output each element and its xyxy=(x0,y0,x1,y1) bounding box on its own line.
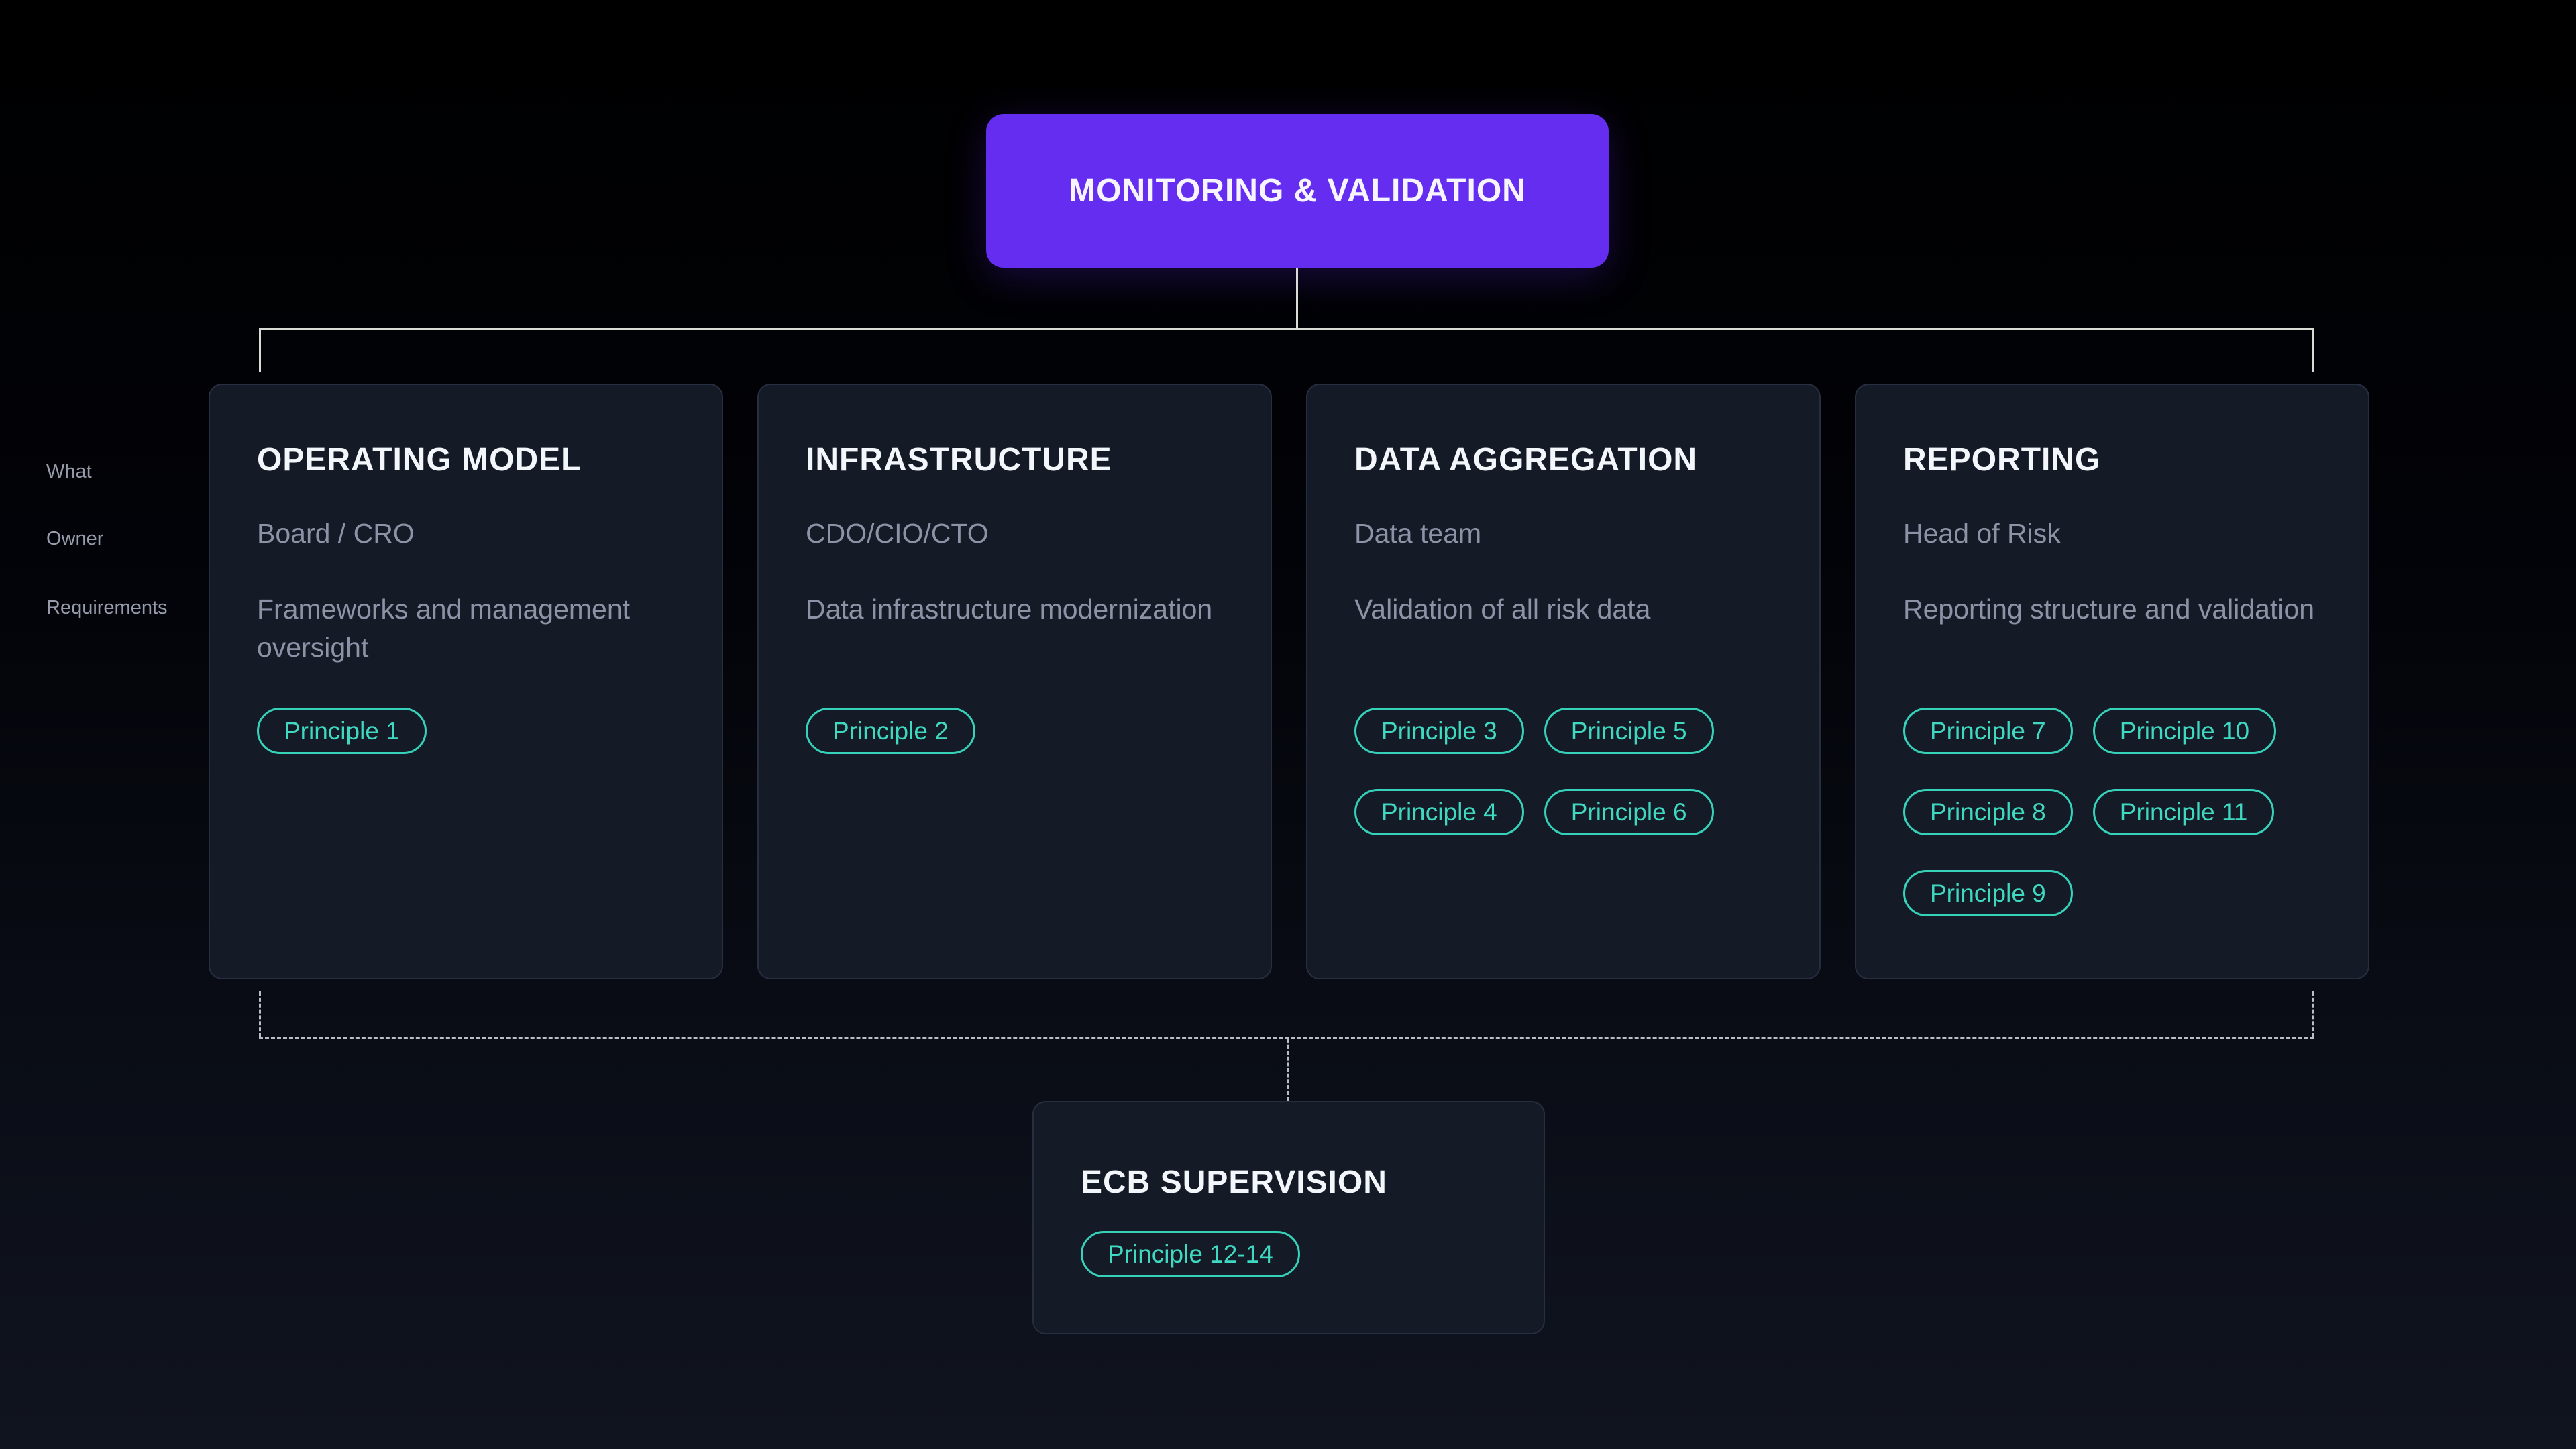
connector-stem-center xyxy=(1296,268,1298,329)
principle-badge: Principle 5 xyxy=(1544,708,1714,754)
card-title: REPORTING xyxy=(1903,442,2101,478)
principle-badge: Principle 1 xyxy=(257,708,427,754)
card-requirements: Data infrastructure modernization xyxy=(806,594,1213,625)
card-data-aggregation: DATA AGGREGATION Data team Validation of… xyxy=(1306,384,1821,979)
card-ecb-supervision: ECB SUPERVISION Principle 12-14 xyxy=(1032,1101,1545,1334)
connector-drop-right xyxy=(2312,328,2314,372)
card-title: ECB SUPERVISION xyxy=(1081,1165,1387,1200)
card-operating-model-content: OPERATING MODEL Board / CRO Frameworks a… xyxy=(210,385,722,667)
card-title: INFRASTRUCTURE xyxy=(806,442,1112,478)
dotted-connector-horizontal-rail xyxy=(259,1037,2314,1039)
row-label-requirements: Requirements xyxy=(46,597,168,619)
card-infrastructure: INFRASTRUCTURE CDO/CIO/CTO Data infrastr… xyxy=(757,384,1272,979)
card-requirements: Validation of all risk data xyxy=(1354,594,1651,625)
root-node-monitoring-validation: MONITORING & VALIDATION xyxy=(986,114,1609,268)
connector-drop-left xyxy=(259,328,261,372)
principle-badge: Principle 11 xyxy=(2092,789,2275,835)
principle-badge: Principle 4 xyxy=(1354,789,1524,835)
dotted-connector-left xyxy=(259,991,261,1037)
principle-badge-group: Principle 1 xyxy=(257,708,686,754)
card-owner: Board / CRO xyxy=(257,518,415,549)
dotted-connector-center xyxy=(1287,1039,1289,1101)
card-infrastructure-content: INFRASTRUCTURE CDO/CIO/CTO Data infrastr… xyxy=(759,385,1271,629)
principle-badge: Principle 12-14 xyxy=(1081,1231,1300,1277)
principle-badge: Principle 10 xyxy=(2092,708,2277,754)
principle-badge: Principle 8 xyxy=(1903,789,2073,835)
principle-badge: Principle 2 xyxy=(806,708,975,754)
card-owner: CDO/CIO/CTO xyxy=(806,518,989,549)
card-data-aggregation-content: DATA AGGREGATION Data team Validation of… xyxy=(1307,385,1819,629)
principle-badge-group: Principle 2 xyxy=(806,708,1235,754)
card-title: DATA AGGREGATION xyxy=(1354,442,1698,478)
principle-badge: Principle 3 xyxy=(1354,708,1524,754)
principle-badge-group: Principle 3 Principle 5 Principle 4 Prin… xyxy=(1354,708,1784,835)
principle-badge: Principle 6 xyxy=(1544,789,1714,835)
dotted-connector-right xyxy=(2312,991,2314,1037)
card-requirements: Reporting structure and validation xyxy=(1903,594,2315,625)
card-owner: Head of Risk xyxy=(1903,518,2061,549)
principle-badge-group: Principle 7 Principle 10 Principle 8 Pri… xyxy=(1903,708,2332,916)
card-operating-model: OPERATING MODEL Board / CRO Frameworks a… xyxy=(209,384,723,979)
card-title: OPERATING MODEL xyxy=(257,442,582,478)
card-owner: Data team xyxy=(1354,518,1482,549)
principle-badge: Principle 9 xyxy=(1903,870,2073,916)
principle-badge: Principle 7 xyxy=(1903,708,2073,754)
row-label-owner: Owner xyxy=(46,528,104,549)
card-reporting: REPORTING Head of Risk Reporting structu… xyxy=(1855,384,2369,979)
connector-horizontal-rail xyxy=(259,328,2314,330)
card-requirements: Frameworks and management oversight xyxy=(257,594,631,663)
root-node-title: MONITORING & VALIDATION xyxy=(1069,173,1526,209)
row-label-what: What xyxy=(46,461,92,482)
card-reporting-content: REPORTING Head of Risk Reporting structu… xyxy=(1856,385,2368,629)
